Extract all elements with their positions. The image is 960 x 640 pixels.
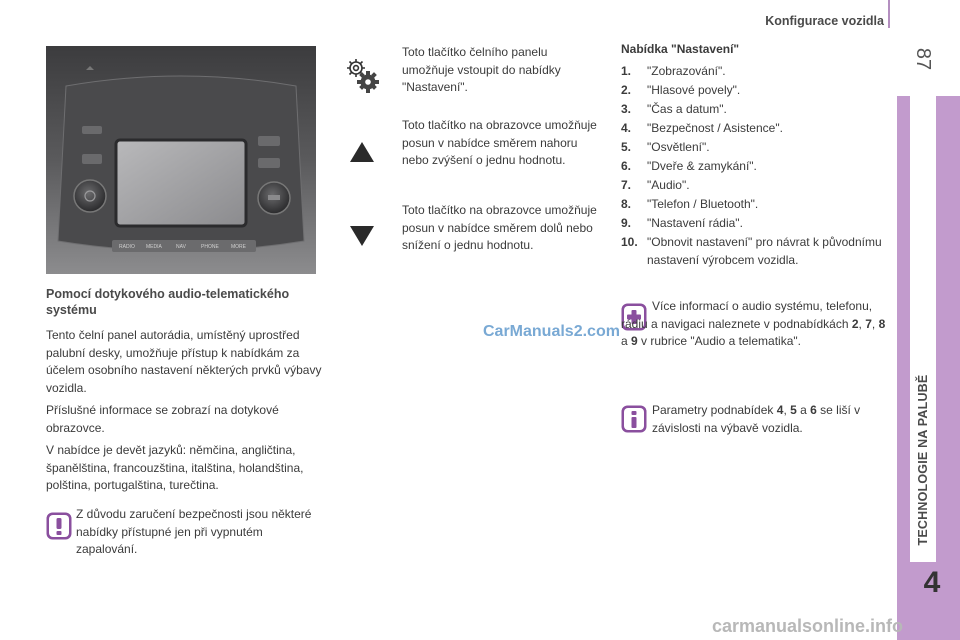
variant-info-text-start: Parametry podnabídek — [652, 403, 777, 417]
separator: , — [858, 316, 866, 331]
menu-item-label: "Zobrazování". — [647, 64, 726, 78]
left-column: Pomocí dotykového audio-telematického sy… — [46, 286, 322, 500]
separator: a — [621, 334, 632, 348]
page-number: 87 — [912, 47, 934, 71]
variant-info-text-end: se liší v závislosti na výbavě vozidla. — [652, 403, 861, 435]
submenu-ref: 6 — [810, 403, 817, 417]
menu-item-label: "Hlasové povely". — [647, 83, 741, 97]
separator: , — [871, 316, 879, 331]
menu-item: 6. "Dveře & zamykání". — [621, 158, 893, 176]
menu-item-label: "Bezpečnost / Asistence". — [647, 121, 783, 135]
more-info-note: Více informací o audio systému, telefonu… — [621, 298, 895, 351]
radio-screen — [114, 138, 248, 228]
menu-item-number: 10. — [621, 235, 638, 249]
submenu-ref: 9 — [631, 334, 638, 348]
menu-item-label: "Čas a datum". — [647, 102, 727, 116]
menu-item: 4. "Bezpečnost / Asistence". — [621, 120, 893, 138]
menu-item: 9. "Nastavení rádia". — [621, 215, 893, 233]
menu-item: 8. "Telefon / Bluetooth". — [621, 196, 893, 214]
chapter-number: 4 — [923, 566, 941, 599]
settings-gears-icon — [347, 59, 379, 93]
variant-info-note: Parametry podnabídek 4, 5 a 6 se liší v … — [621, 402, 895, 437]
menu-item-number: 6. — [621, 159, 632, 173]
separator: , — [783, 403, 791, 417]
submenu-ref: 7 — [865, 316, 872, 331]
warning-exclamation-icon — [46, 512, 72, 540]
warning-note: Z důvodu zaručení bezpečnosti jsou někte… — [46, 506, 322, 559]
info-i-icon — [621, 405, 647, 433]
menu-item-number: 7. — [621, 178, 632, 192]
section-subheading: Pomocí dotykového audio-telematického sy… — [46, 287, 290, 317]
power-volume-knob — [73, 179, 107, 213]
intro-paragraph: Tento čelní panel autorádia, umístěný up… — [46, 328, 322, 395]
menu-item: 7. "Audio". — [621, 177, 893, 195]
menu-item-label: "Audio". — [647, 178, 690, 192]
section-title: Konfigurace vozidla — [765, 14, 884, 28]
menu-item-label: "Osvětlení". — [647, 140, 710, 154]
settings-button-description: Toto tlačítko čelního panelu umožňuje vs… — [402, 45, 561, 94]
menu-item-number: 9. — [621, 216, 632, 230]
separator: a — [796, 403, 811, 417]
down-button-description: Toto tlačítko na obrazovce umožňuje posu… — [402, 203, 597, 252]
menu-item-label: "Nastavení rádia". — [647, 216, 743, 230]
submenu-ref: 8 — [878, 316, 886, 331]
menu-item-label: "Dveře & zamykání". — [647, 159, 757, 173]
more-info-text-end: v rubrice "Audio a telematika". — [637, 334, 801, 348]
up-button-description: Toto tlačítko na obrazovce umožňuje posu… — [402, 118, 597, 167]
settings-menu-title: Nabídka "Nastavení" — [621, 42, 740, 56]
radio-button-label-media: MEDIA — [146, 244, 163, 250]
radio-panel-image: RADIO MEDIA NAV PHONE MORE — [46, 46, 316, 274]
radio-button-label-more: MORE — [231, 244, 247, 250]
chapter-label: TECHNOLOGIE NA PALUBĚ — [916, 374, 930, 546]
radio-button-label-radio: RADIO — [119, 244, 135, 250]
menu-item: 3. "Čas a datum". — [621, 101, 893, 119]
display-paragraph: Příslušné informace se zobrazí na dotyko… — [46, 403, 279, 435]
watermark-carmanuals2: CarManuals2.com — [483, 323, 620, 340]
menu-item-number: 4. — [621, 121, 632, 135]
plus-info-icon — [621, 303, 647, 331]
languages-paragraph: V nabídce je devět jazyků: němčina, angl… — [46, 443, 304, 492]
warning-text: Z důvodu zaručení bezpečnosti jsou někte… — [76, 507, 312, 556]
menu-item: 10. "Obnovit nastavení" pro návrat k půvo… — [621, 234, 893, 269]
menu-item: 5. "Osvětlení". — [621, 139, 893, 157]
menu-item-label: "Telefon / Bluetooth". — [647, 197, 759, 211]
chapter-tab-inner — [910, 96, 936, 562]
header-divider — [888, 0, 890, 28]
watermark-carmanualsonline: carmanualsonline.info — [712, 616, 904, 636]
menu-item-number: 3. — [621, 102, 632, 116]
radio-button-label-nav: NAV — [176, 244, 187, 250]
submenu-ref: 2 — [851, 316, 859, 331]
submenu-ref: 5 — [790, 403, 797, 417]
menu-item: 1. "Zobrazování". — [621, 63, 893, 81]
submenu-ref: 4 — [776, 403, 784, 417]
radio-button-label-phone: PHONE — [201, 244, 219, 250]
menu-item-number: 8. — [621, 197, 632, 211]
more-info-text-start: Více informací o audio systému, telefonu… — [621, 299, 873, 331]
triangle-up-icon — [350, 142, 374, 162]
menu-item-number: 1. — [621, 64, 632, 78]
menu-item-number: 2. — [621, 83, 632, 97]
menu-item-label: "Obnovit nastavení" pro návrat k původní… — [647, 235, 882, 267]
menu-item: 2. "Hlasové povely". — [621, 82, 893, 100]
settings-menu: Nabídka "Nastavení" 1. "Zobrazování". 2. "… — [621, 42, 893, 271]
menu-item-number: 5. — [621, 140, 632, 154]
triangle-down-icon — [350, 226, 374, 246]
